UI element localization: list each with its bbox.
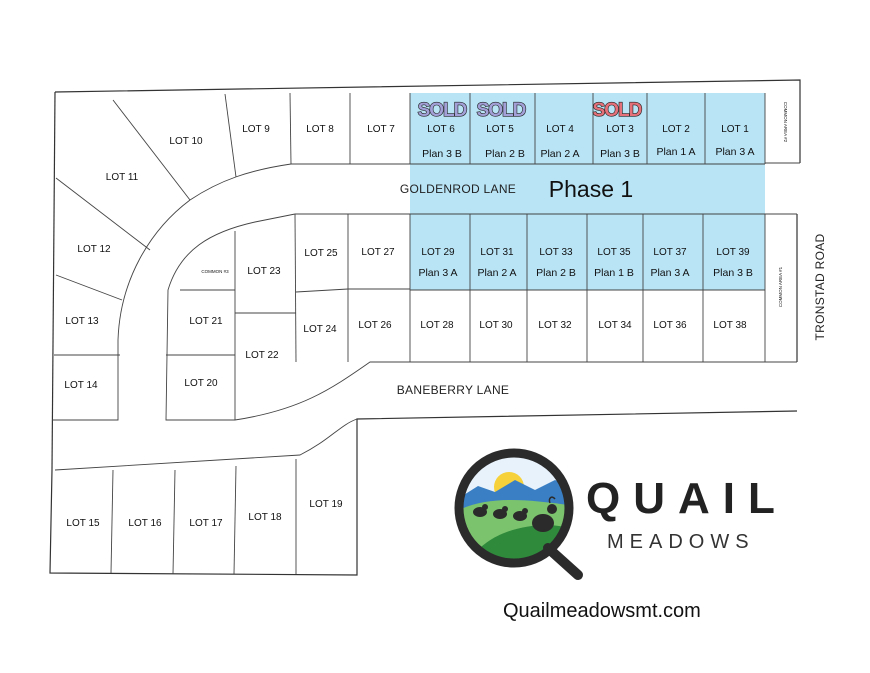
plat-boundary [49, 79, 801, 576]
lot-12-label[interactable]: LOT 12 [77, 244, 111, 255]
lot-34-label[interactable]: LOT 34 [598, 320, 632, 331]
lot-3-plan: Plan 3 B [600, 148, 640, 160]
lot-7-label[interactable]: LOT 7 [367, 124, 395, 135]
lot-28-label[interactable]: LOT 28 [420, 320, 454, 331]
lot-39-plan: Plan 3 B [713, 267, 753, 279]
lot-10-label[interactable]: LOT 10 [169, 136, 203, 147]
lot-24-label[interactable]: LOT 24 [303, 324, 337, 335]
baneberry-lane-label: BANEBERRY LANE [397, 383, 509, 397]
lot-4-plan: Plan 2 A [540, 148, 579, 160]
lot-29-plan: Plan 3 A [418, 267, 457, 279]
lot-16-label[interactable]: LOT 16 [128, 518, 162, 529]
lot-38-label[interactable]: LOT 38 [713, 320, 747, 331]
lot-37-label[interactable]: LOT 37 [653, 247, 687, 258]
phase-1-highlight [410, 93, 765, 290]
phase-label: Phase 1 [549, 176, 633, 202]
lot-5-label[interactable]: LOT 5 [486, 124, 514, 135]
lot-2-label[interactable]: LOT 2 [662, 124, 690, 135]
tronstad-road-label: TRONSTAD ROAD [813, 233, 827, 340]
lot-31-plan: Plan 2 A [477, 267, 516, 279]
lot-29-label[interactable]: LOT 29 [421, 247, 455, 258]
lot-17-label[interactable]: LOT 17 [189, 518, 223, 529]
lot-30-label[interactable]: LOT 30 [479, 320, 513, 331]
website-url[interactable]: Quailmeadowsmt.com [503, 600, 701, 622]
lot-39-label[interactable]: LOT 39 [716, 247, 750, 258]
logo-subword: MEADOWS [607, 531, 755, 553]
lot-labels: LOT 1 Plan 3 A LOT 2 Plan 1 A LOT 3 Plan… [64, 124, 754, 529]
sold-stamp-lot-6: SOLD [418, 100, 467, 121]
lot-37-plan: Plan 3 A [650, 267, 689, 279]
lot-lines [52, 92, 800, 575]
lot-33-plan: Plan 2 B [536, 267, 576, 279]
lot-3-label[interactable]: LOT 3 [606, 124, 634, 135]
quail-meadows-logo [454, 448, 583, 580]
sold-stamp-lot-3: SOLD [593, 100, 642, 121]
lot-18-label[interactable]: LOT 18 [248, 512, 282, 523]
lot-1-label[interactable]: LOT 1 [721, 124, 749, 135]
lot-27-label[interactable]: LOT 27 [361, 247, 395, 258]
lot-31-label[interactable]: LOT 31 [480, 247, 514, 258]
lot-26-label[interactable]: LOT 26 [358, 320, 392, 331]
common-area-labels: COMMON AREA #2 COMMON AREA #1 COMMON #3 [201, 102, 788, 307]
lot-33-label[interactable]: LOT 33 [539, 247, 573, 258]
lot-14-label[interactable]: LOT 14 [64, 380, 98, 391]
lot-36-label[interactable]: LOT 36 [653, 320, 687, 331]
lot-8-label[interactable]: LOT 8 [306, 124, 334, 135]
lot-4-label[interactable]: LOT 4 [546, 124, 574, 135]
lot-32-label[interactable]: LOT 32 [538, 320, 572, 331]
lot-15-label[interactable]: LOT 15 [66, 518, 100, 529]
lot-6-label[interactable]: LOT 6 [427, 124, 455, 135]
lot-35-plan: Plan 1 B [594, 267, 634, 279]
common-area-1-label: COMMON AREA #1 [778, 266, 783, 307]
common-area-2-label: COMMON AREA #2 [783, 102, 788, 143]
lot-20-label[interactable]: LOT 20 [184, 378, 218, 389]
sold-stamps: SOLD SOLD SOLD [417, 99, 643, 121]
common-area-3-label: COMMON #3 [201, 269, 229, 274]
logo-wordmark: QUAIL [586, 474, 788, 523]
lot-9-label[interactable]: LOT 9 [242, 124, 270, 135]
lot-11-label[interactable]: LOT 11 [106, 172, 139, 183]
quail-icon [473, 496, 557, 532]
goldenrod-lane-label: GOLDENROD LANE [400, 182, 516, 196]
lot-13-label[interactable]: LOT 13 [65, 316, 99, 327]
lot-23-label[interactable]: LOT 23 [247, 266, 281, 277]
lot-22-label[interactable]: LOT 22 [245, 350, 279, 361]
lot-35-label[interactable]: LOT 35 [597, 247, 631, 258]
lot-1-plan: Plan 3 A [715, 146, 754, 158]
lot-19-label[interactable]: LOT 19 [309, 499, 343, 510]
lot-21-label[interactable]: LOT 21 [189, 316, 223, 327]
lot-6-plan: Plan 3 B [422, 148, 462, 160]
lot-25-label[interactable]: LOT 25 [304, 248, 338, 259]
sold-stamp-lot-5: SOLD [477, 100, 526, 121]
lot-2-plan: Plan 1 A [656, 146, 695, 158]
lot-5-plan: Plan 2 B [485, 148, 525, 160]
